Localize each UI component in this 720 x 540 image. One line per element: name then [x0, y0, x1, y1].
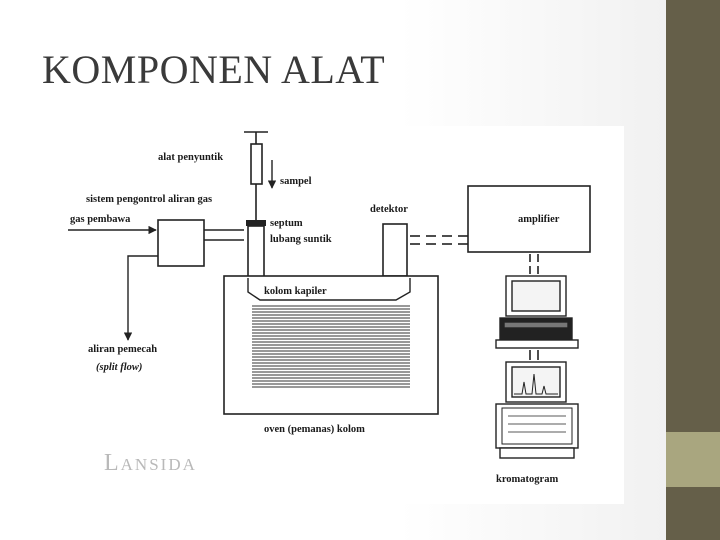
label-carrier-gas: gas pembawa — [70, 214, 131, 225]
label-oven: oven (pemanas) kolom — [264, 424, 365, 435]
detector-to-amplifier-dashes — [410, 235, 468, 245]
capillary-column-tube — [247, 278, 411, 301]
split-flow-line — [123, 255, 158, 341]
label-syringe: alat penyuntik — [158, 152, 223, 163]
injection-port — [247, 225, 265, 279]
chromatogram-recorder — [495, 361, 579, 459]
label-injection-port: lubang suntik — [270, 234, 332, 245]
gc-diagram: alat penyuntik sampel sistem pengontrol … — [48, 126, 624, 504]
computer-workstation — [495, 275, 579, 349]
label-detector: detektor — [370, 204, 408, 215]
label-capillary-column: kolom kapiler — [264, 286, 327, 297]
label-sample: sampel — [280, 176, 312, 187]
septum — [246, 220, 266, 226]
syringe-barrel — [250, 143, 263, 185]
amplifier-to-computer-dashes — [529, 254, 539, 274]
amplifier-box — [467, 185, 591, 253]
sidebar-block-bottom — [666, 487, 720, 540]
computer-to-recorder-dashes — [529, 350, 539, 360]
sidebar-block-middle — [666, 432, 720, 487]
detector — [382, 223, 408, 277]
gas-control-box — [157, 219, 205, 267]
gc-diagram-svg: alat penyuntik sampel sistem pengontrol … — [48, 126, 624, 504]
watermark: Lansida — [104, 450, 197, 476]
label-split-flow-en: (split flow) — [96, 362, 142, 373]
syringe — [244, 131, 268, 220]
capillary-coil — [252, 305, 410, 388]
slide-title: KOMPONEN ALAT — [42, 47, 386, 92]
label-gas-control-system: sistem pengontrol aliran gas — [86, 194, 212, 205]
decorative-sidebar — [666, 0, 720, 540]
label-amplifier: amplifier — [518, 214, 560, 225]
label-septum: septum — [270, 218, 303, 229]
label-split-flow: aliran pemecah — [88, 344, 157, 355]
sidebar-block-top — [666, 0, 720, 432]
label-chromatogram: kromatogram — [496, 474, 558, 485]
